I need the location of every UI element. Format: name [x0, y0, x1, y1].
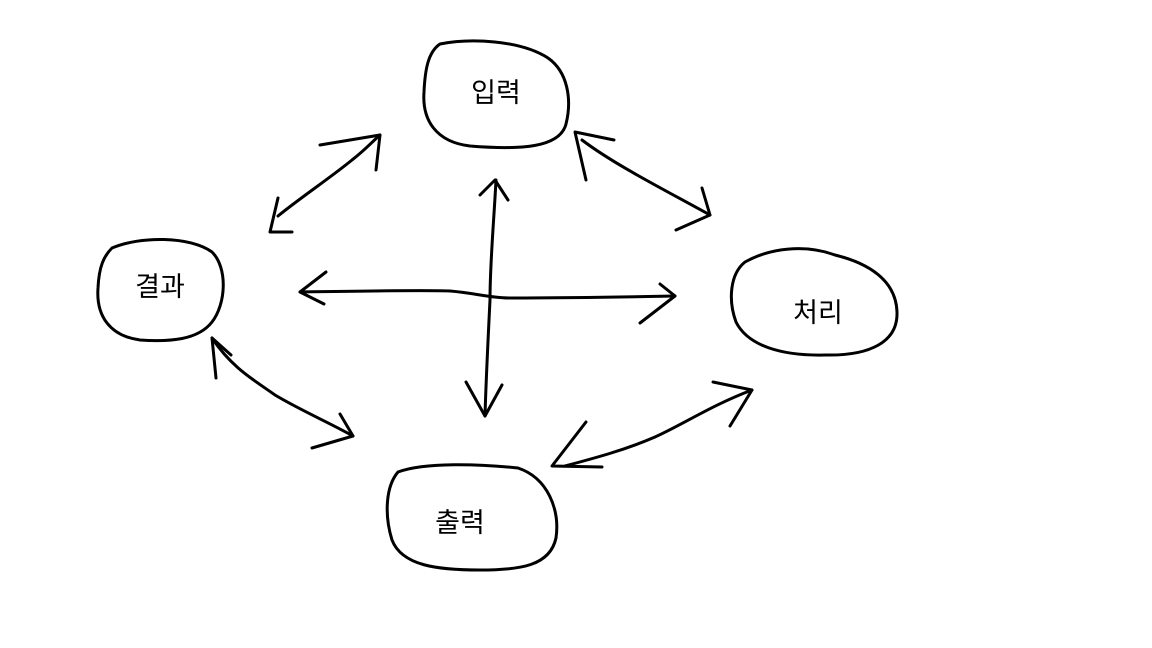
edge-input-process-line — [580, 138, 712, 217]
edge-process-output-line — [563, 388, 754, 468]
node-process: 처리 — [729, 247, 899, 357]
edge-result-process-arrowhead-process — [638, 282, 677, 325]
edge-result-input — [268, 133, 382, 234]
edge-input-output-arrowhead-input — [478, 178, 510, 202]
edge-output-result-arrowhead-result — [210, 336, 233, 380]
edge-input-process — [573, 130, 712, 232]
node-process-outline — [729, 247, 899, 357]
edge-input-output-arrowhead-output — [464, 380, 504, 418]
edge-output-result-line — [210, 336, 355, 438]
node-result-label: 결과 — [135, 272, 185, 303]
node-input: 입력 — [422, 39, 570, 150]
edge-input-process-arrowhead-process — [674, 186, 712, 232]
edge-output-result-arrowhead-output — [310, 412, 355, 450]
node-result-outline — [96, 237, 225, 343]
edge-result-process — [298, 270, 677, 325]
node-result: 결과 — [96, 237, 225, 343]
edge-result-input-arrowhead-input — [318, 133, 382, 172]
edge-input-output-line — [483, 178, 498, 418]
node-output-outline — [385, 463, 559, 572]
edge-output-result — [210, 336, 355, 450]
edge-result-input-arrowhead-result — [268, 196, 294, 234]
node-output-label: 출력 — [435, 508, 485, 539]
edge-process-output-arrowhead-output — [550, 420, 604, 469]
edge-result-process-arrowhead-result — [298, 270, 328, 306]
edge-process-output-arrowhead-process — [711, 380, 754, 428]
edge-input-output — [464, 178, 510, 418]
node-process-label: 처리 — [793, 298, 843, 329]
edge-process-output — [550, 380, 754, 469]
node-input-outline — [422, 39, 570, 150]
node-input-label: 입력 — [471, 78, 521, 109]
edge-input-process-arrowhead-input — [573, 130, 616, 182]
edge-result-process-line — [298, 289, 677, 300]
edge-result-input-line — [276, 133, 382, 218]
node-output: 출력 — [385, 463, 559, 572]
